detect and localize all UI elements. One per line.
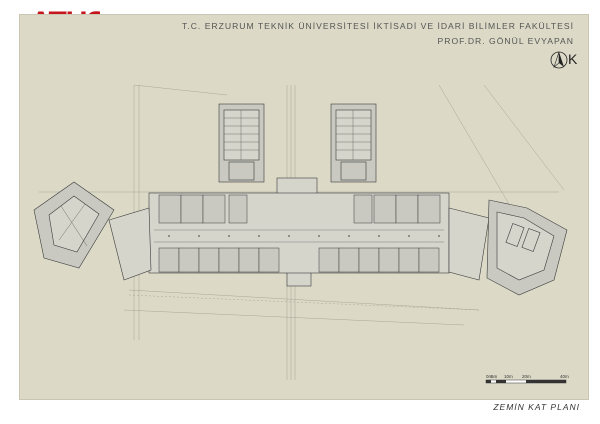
scale-label-20: 20m (522, 374, 531, 379)
scale-ticks (485, 379, 567, 384)
designer-name: PROF.DR. GÖNÜL EVYAPAN (437, 36, 574, 46)
north-indicator: K (550, 50, 580, 70)
scale-bar: 0m 5m 10m 20m 40m (485, 374, 569, 384)
scale-label-0: 0m (486, 374, 493, 379)
north-wing-right (330, 103, 377, 183)
ground-floor-plan (33, 84, 568, 380)
west-wing (33, 181, 152, 281)
north-wing-left (218, 103, 265, 183)
scale-label-10: 10m (504, 374, 513, 379)
project-title: T.C. ERZURUM TEKNİK ÜNİVERSİTESİ İKTİSAD… (182, 21, 574, 31)
main-block (148, 192, 450, 274)
scale-label-40: 40m (560, 374, 569, 379)
plan-title: ZEMİN KAT PLANI (493, 402, 580, 412)
north-letter: K (568, 51, 578, 67)
central-entrance (276, 177, 318, 287)
north-arrow-icon (550, 51, 568, 69)
scale-label-5: 5m (491, 374, 498, 379)
east-wing (448, 199, 568, 296)
